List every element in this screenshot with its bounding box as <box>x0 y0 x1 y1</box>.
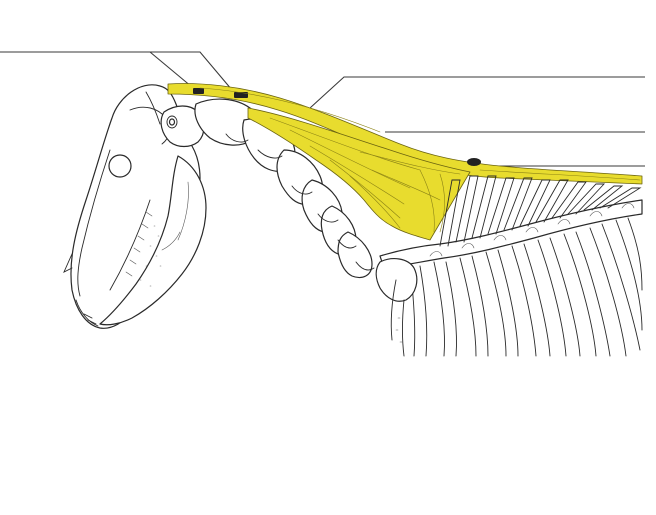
spinous-processes <box>439 175 642 247</box>
leader-line-top-left <box>0 51 233 91</box>
shoulder-region <box>375 258 418 357</box>
ligament-fibres <box>199 87 641 233</box>
attachment-tag-1 <box>193 88 204 94</box>
leader-line-funicular-part <box>309 76 645 109</box>
leader-lines <box>0 51 645 167</box>
attachment-tag-2 <box>234 92 248 98</box>
nuchal-ligament <box>167 83 643 241</box>
lamellar-part <box>247 107 471 241</box>
spine-detail <box>429 203 635 257</box>
attachment-tag-withers <box>467 158 481 166</box>
atlas <box>160 105 205 148</box>
skull <box>63 84 207 329</box>
funicular-part <box>167 83 643 185</box>
